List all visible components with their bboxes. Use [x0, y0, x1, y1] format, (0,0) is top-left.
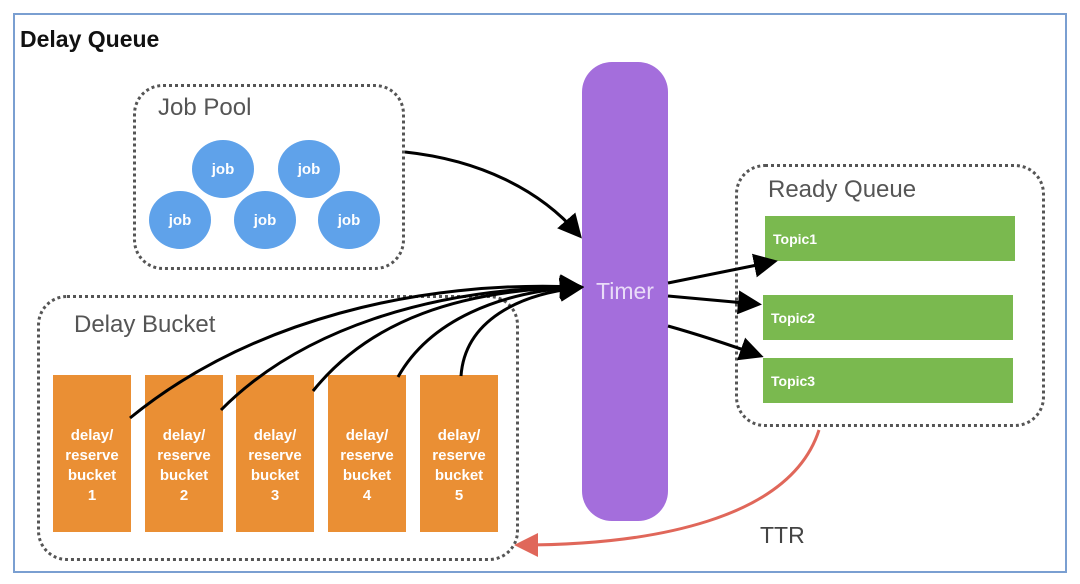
delay-bucket-5: delay/reserve bucket 5 — [420, 375, 498, 532]
job-pool-label: Job Pool — [158, 94, 252, 121]
bucket-line: delay/ — [437, 426, 481, 444]
bucket-line: bucket — [342, 466, 392, 484]
bucket-line: reserve — [157, 446, 211, 464]
bucket-line: bucket — [250, 466, 300, 484]
bucket-number: 1 — [87, 486, 97, 504]
bucket-line: bucket — [67, 466, 117, 484]
job-pool-group — [133, 84, 405, 270]
bucket-line: delay/ — [345, 426, 389, 444]
bucket-number: 5 — [454, 486, 464, 504]
bucket-line: reserve — [340, 446, 394, 464]
topic-3: Topic3 — [763, 358, 1013, 403]
bucket-number: 2 — [179, 486, 189, 504]
ready-queue-label: Ready Queue — [768, 176, 917, 203]
bucket-number: 3 — [270, 486, 280, 504]
topic-1: Topic1 — [765, 216, 1015, 261]
delay-bucket-4: delay/reserve bucket 4 — [328, 375, 406, 532]
delay-bucket-3: delay/reserve bucket 3 — [236, 375, 314, 532]
bucket-line: bucket — [159, 466, 209, 484]
delay-bucket-1: delay/reserve bucket 1 — [53, 375, 131, 532]
diagram-title: Delay Queue — [20, 26, 160, 52]
bucket-line: reserve — [65, 446, 119, 464]
bucket-line: bucket — [434, 466, 484, 484]
bucket-line: delay/ — [253, 426, 297, 444]
timer-label: Timer — [596, 278, 654, 304]
delay-bucket-2: delay/reserve bucket 2 — [145, 375, 223, 532]
topic-2: Topic2 — [763, 295, 1013, 340]
delay-bucket-label: Delay Bucket — [74, 311, 216, 338]
timer-node: Timer — [582, 62, 668, 521]
bucket-line: reserve — [248, 446, 302, 464]
bucket-line: reserve — [432, 446, 486, 464]
job-node: job — [318, 191, 380, 249]
bucket-number: 4 — [362, 486, 372, 504]
ttr-label: TTR — [760, 522, 805, 548]
bucket-line: delay/ — [162, 426, 206, 444]
job-node: job — [149, 191, 211, 249]
job-node: job — [278, 140, 340, 198]
bucket-line: delay/ — [70, 426, 114, 444]
job-node: job — [192, 140, 254, 198]
job-node: job — [234, 191, 296, 249]
